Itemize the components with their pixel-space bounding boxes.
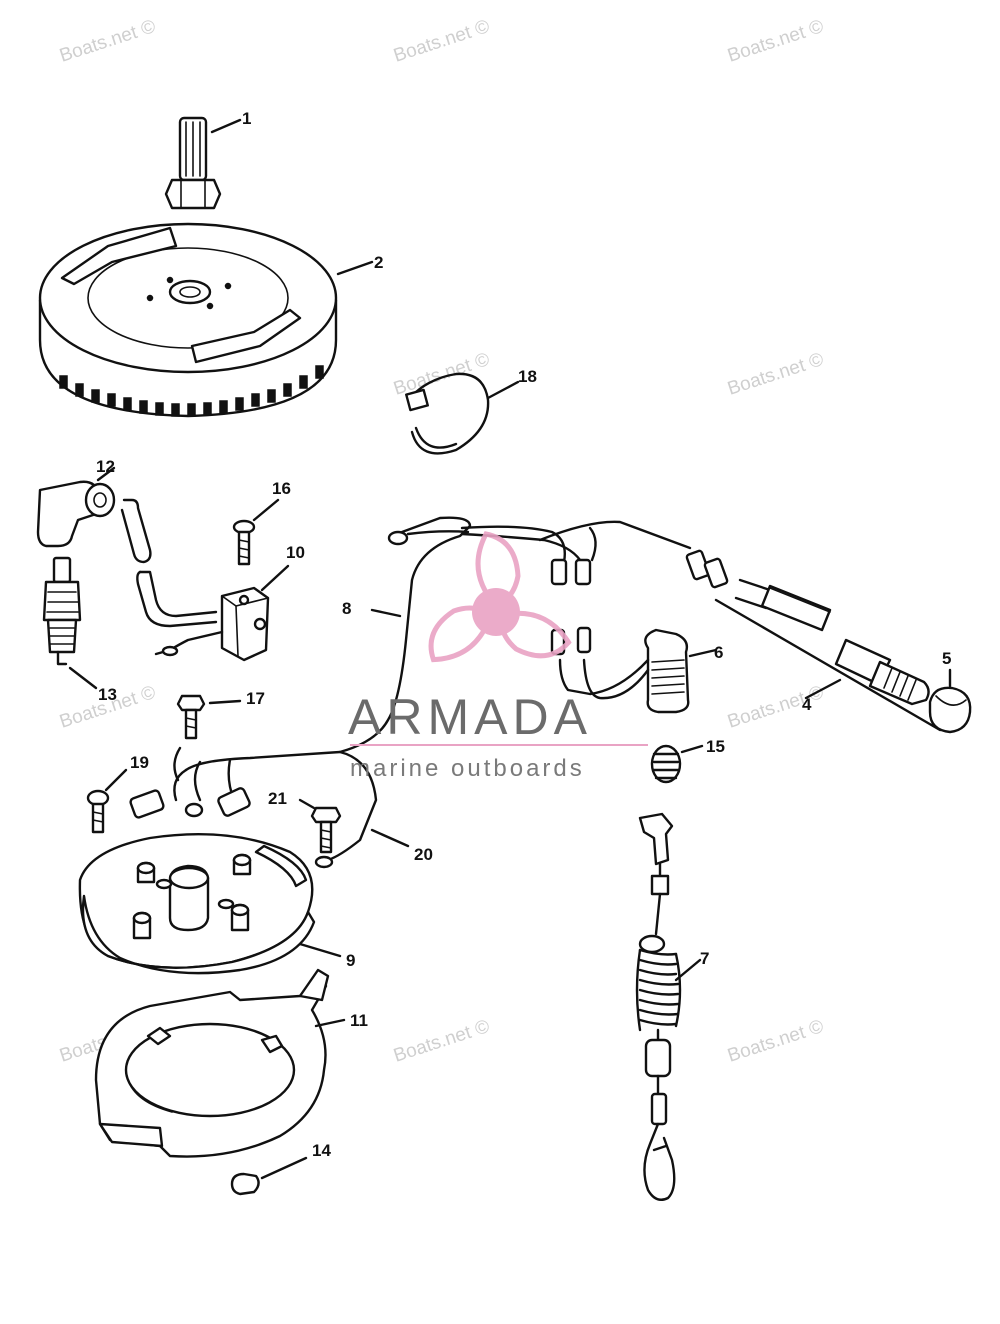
part-10-ignition-coil: [154, 564, 290, 662]
part-15-spring: [650, 744, 704, 784]
part-11-trigger-plate: [94, 968, 346, 1158]
watermark: Boats.net ©: [391, 1016, 492, 1067]
part-7-lanyard: [635, 812, 702, 1201]
part-8-wiring-harness: [129, 516, 692, 869]
watermark: Boats.net ©: [57, 16, 158, 67]
callout-17: 17: [246, 689, 265, 708]
part-18-wire-clamp: [405, 372, 520, 455]
callout-14: 14: [312, 1141, 331, 1160]
callout-4: 4: [802, 695, 812, 714]
part-6-connector: [550, 626, 718, 714]
callout-11: 11: [350, 1011, 368, 1030]
watermark: Boats.net ©: [725, 1016, 826, 1067]
part-17-bolt: [176, 694, 242, 740]
callout-2: 2: [374, 253, 383, 272]
brand-overlay: ARMADA marine outboards: [348, 531, 648, 782]
part-9-stator-plate: [78, 833, 342, 975]
watermark: Boats.net ©: [725, 349, 826, 400]
callout-6: 6: [714, 643, 723, 662]
callout-20: 20: [414, 845, 433, 864]
part-12-spark-plug-boot: [36, 466, 218, 628]
brand-tagline: marine outboards: [350, 755, 585, 782]
callout-18: 18: [518, 367, 537, 386]
part-16-screw: [232, 498, 280, 566]
callout-12: 12: [96, 457, 115, 476]
brand-name: ARMADA: [348, 689, 592, 745]
callout-15: 15: [706, 737, 725, 756]
callout-16: 16: [272, 479, 291, 498]
callout-10: 10: [286, 543, 305, 562]
watermark: Boats.net ©: [391, 16, 492, 67]
callout-19: 19: [130, 753, 149, 772]
part-21-screw: [298, 798, 342, 854]
part-14-woodruff-key: [230, 1156, 308, 1196]
callout-9: 9: [346, 951, 355, 970]
propeller-icon: [428, 531, 572, 663]
callout-8: 8: [342, 599, 351, 618]
callout-13: 13: [98, 685, 117, 704]
callout-7: 7: [700, 949, 709, 968]
watermark: Boats.net ©: [725, 16, 826, 67]
callout-21: 21: [268, 789, 287, 808]
callout-numbers: 1 2 4 5 6 7 8 9 10 11 12 13 14 15 16 17 …: [96, 109, 951, 1160]
part-2-flywheel: [38, 222, 374, 418]
part-4-lead-assembly: [685, 549, 942, 732]
callout-5: 5: [942, 649, 951, 668]
part-1-stud-nut: [164, 116, 242, 210]
part-5-cap-nut: [928, 668, 972, 734]
callout-1: 1: [242, 109, 251, 128]
part-19-screw: [86, 768, 128, 834]
watermark: Boats.net ©: [391, 349, 492, 400]
part-13-spark-plug: [42, 556, 98, 690]
